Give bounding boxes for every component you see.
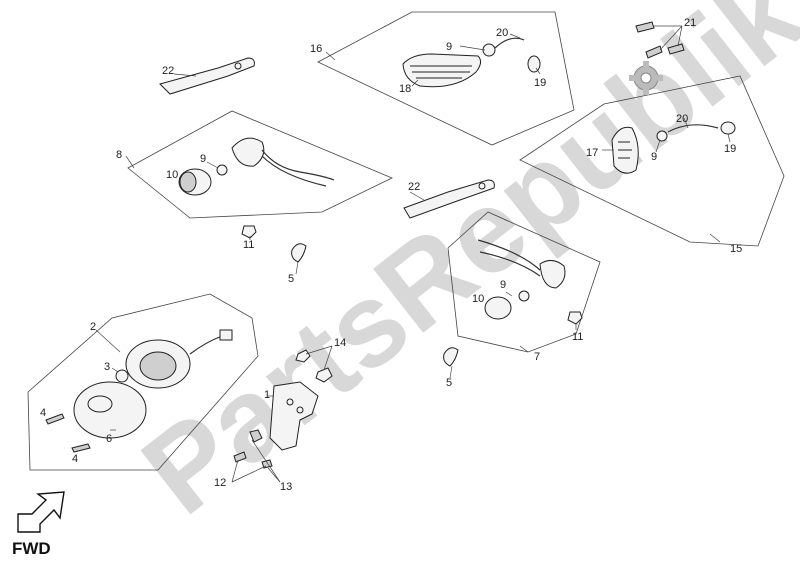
panel-rear-left-indicator: [447, 211, 601, 353]
callout-19-rear: 19: [534, 77, 546, 89]
callout-14: 14: [334, 337, 346, 349]
callout-6: 6: [106, 433, 112, 445]
leader-lines: [95, 25, 731, 483]
callout-2: 2: [90, 321, 96, 333]
callout-7: 7: [534, 351, 540, 363]
callout-9-left: 9: [500, 279, 506, 291]
callout-13: 13: [280, 481, 292, 493]
callout-21: 21: [684, 17, 696, 29]
callout-10-front: 10: [166, 169, 178, 181]
bolts-12-13: [233, 429, 273, 469]
callout-labels: 22 16 9 20 18 19 21 8 9 10 11 5 22 17 9 …: [40, 17, 742, 493]
callout-16: 16: [310, 43, 322, 55]
fwd-label: FWD: [12, 539, 51, 558]
clip-top: [291, 243, 307, 263]
callout-15: 15: [730, 243, 742, 255]
panel-rear-indicator: [519, 75, 785, 247]
callout-12: 12: [214, 477, 226, 489]
forward-arrow-icon: [17, 491, 65, 533]
callout-18: 18: [399, 83, 411, 95]
callout-5-top: 5: [288, 273, 294, 285]
callout-20-rear: 20: [496, 27, 508, 39]
callout-9-rear: 9: [446, 41, 452, 53]
panel-front-right-indicator: [127, 110, 393, 219]
callout-1: 1: [264, 389, 270, 401]
callout-19-indicator: 19: [724, 143, 736, 155]
callout-22-middle: 22: [408, 181, 420, 193]
grommets-14: [295, 349, 333, 383]
callout-3: 3: [104, 361, 110, 373]
callout-5-bottom: 5: [446, 377, 452, 389]
callout-11-right: 11: [572, 331, 583, 343]
callout-20-indicator: 20: [676, 113, 688, 125]
callout-10-left: 10: [472, 293, 484, 305]
callout-9-front: 9: [200, 153, 206, 165]
clip-bottom: [443, 347, 459, 367]
callout-17: 17: [586, 147, 598, 159]
gear-icon: [629, 61, 663, 95]
bracket-middle: [403, 179, 495, 219]
callout-9-indicator: 9: [651, 151, 657, 163]
panel-headlight: [27, 293, 259, 471]
nut-top: [241, 225, 257, 239]
screws-21: [635, 21, 685, 59]
rear-left-indicator: [477, 239, 566, 320]
bracket-top: [159, 57, 255, 95]
callout-22-top: 22: [162, 65, 174, 77]
callout-4-upper: 4: [40, 407, 46, 419]
headlight-assembly: [45, 329, 233, 453]
callout-4-lower: 4: [72, 453, 78, 465]
nut-right: [567, 311, 583, 325]
front-right-indicator: [178, 137, 335, 196]
rear-light-assembly: [402, 37, 541, 88]
callout-8: 8: [116, 149, 122, 161]
rear-indicator-assembly: [611, 121, 736, 174]
callout-11-top: 11: [243, 239, 254, 251]
panel-rear-light: [317, 11, 575, 146]
mount-plate: [269, 381, 319, 451]
